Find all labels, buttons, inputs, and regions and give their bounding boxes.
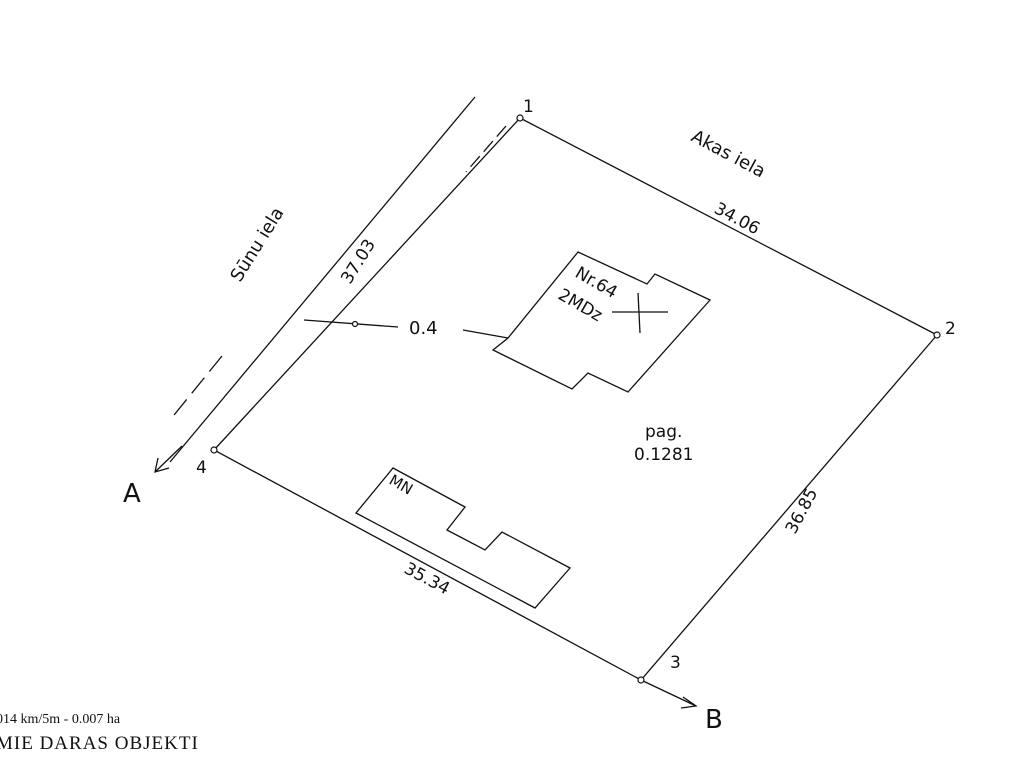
arrow-a-shaft (154, 445, 183, 473)
arrow-b-shaft (640, 679, 697, 707)
aux-building-type: MN (386, 471, 416, 499)
parcel-boundary (212, 117, 939, 681)
point-3-label: 3 (670, 653, 681, 673)
street-dash-top (465, 125, 507, 173)
street-edge-line (169, 96, 476, 463)
side-length-4-1: 37.03 (337, 236, 380, 288)
side-length-2-3: 36.85 (782, 485, 823, 537)
street-label-akas: Akas iela (688, 126, 769, 182)
side-length-1-2: 34.06 (711, 199, 763, 240)
point-2-label: 2 (945, 319, 956, 339)
direction-b-label: B (705, 705, 723, 735)
offset-marker (351, 320, 359, 328)
offset-line-right (462, 329, 509, 339)
point-2-marker (933, 331, 941, 339)
building-aux (354, 467, 572, 609)
offset-line-left (303, 319, 399, 328)
area-value: 0.1281 (634, 445, 693, 465)
point-1-label: 1 (523, 97, 534, 117)
footer-title: MIE DARAS OBJEKTI (0, 733, 199, 754)
area-label: pag. (645, 422, 682, 442)
street-dash-bottom (169, 355, 223, 421)
direction-a-label: A (123, 479, 141, 509)
building-main (491, 251, 712, 393)
point-3-marker (637, 676, 645, 684)
scale-note: 014 km/5m - 0.007 ha (0, 712, 121, 727)
arrow-a-head (154, 457, 170, 473)
arrow-b-head (680, 696, 698, 709)
offset-label: 0.4 (409, 318, 438, 339)
street-label-sunu: Sūnu iela (226, 204, 288, 286)
point-4-marker (210, 446, 218, 454)
point-4-label: 4 (196, 458, 207, 478)
building-cross-v (637, 292, 641, 334)
point-1-marker (516, 114, 524, 122)
